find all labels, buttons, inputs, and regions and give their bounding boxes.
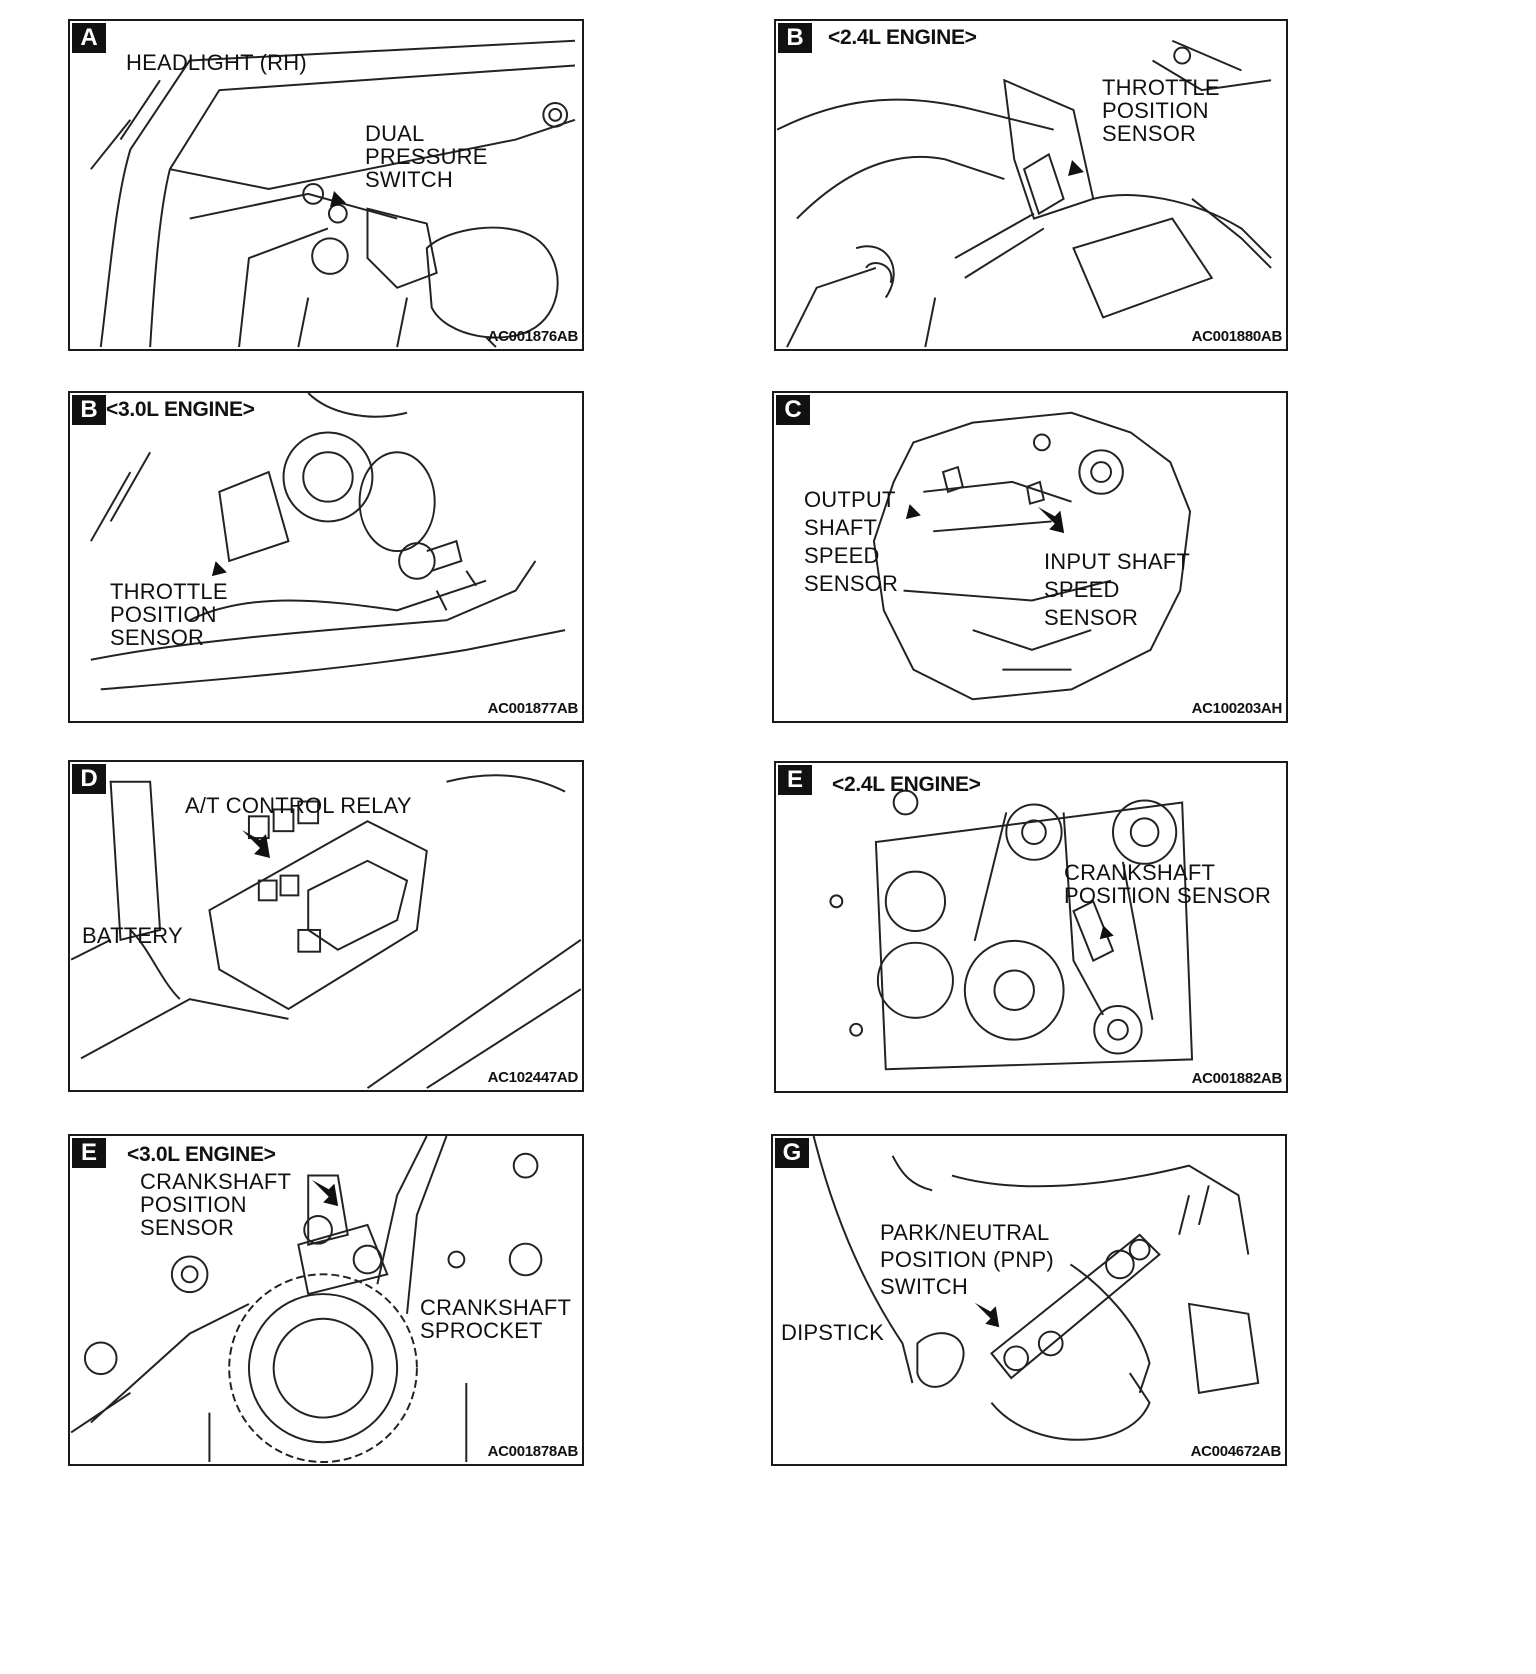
- figure-code: AC100203AH: [1191, 700, 1283, 717]
- figure-panel-e-2-4l: E <2.4L ENGINE> CRANKSHAFT POSITION SENS…: [774, 761, 1288, 1093]
- panel-letter: D: [72, 764, 106, 794]
- panel-letter: C: [776, 395, 810, 425]
- figure-code: AC001878AB: [487, 1443, 579, 1460]
- pnp-switch-label: PARK/NEUTRAL POSITION (PNP) SWITCH: [880, 1220, 1054, 1299]
- figure-panel-d: D A/T CONTROL RELAY BATTERY AC102447AD: [68, 760, 584, 1092]
- dual-pressure-switch-label: DUAL PRESSURE SWITCH: [365, 121, 488, 192]
- figure-code: AC001876AB: [487, 328, 579, 345]
- engine-variant-label: <2.4L ENGINE>: [832, 773, 981, 796]
- input-shaft-speed-sensor-label: INPUT SHAFT SPEED SENSOR: [1044, 549, 1191, 630]
- pointer-arrow-icon: [905, 492, 933, 520]
- crankshaft-3-0l-illustration: [70, 1136, 543, 1464]
- headlight-label: HEADLIGHT (RH): [126, 50, 307, 75]
- pointer-arrow-icon: [242, 830, 270, 858]
- engine-variant-label: <3.0L ENGINE>: [106, 398, 255, 421]
- engine-variant-label: <3.0L ENGINE>: [127, 1143, 276, 1166]
- pointer-arrow-icon: [330, 179, 358, 207]
- throttle-body-illustration: [90, 393, 566, 691]
- figure-code: AC004672AB: [1190, 1443, 1282, 1460]
- pointer-arrow-icon: [1037, 506, 1065, 534]
- pointer-arrow-icon: [974, 1302, 1000, 1328]
- figure-code: AC001880AB: [1191, 328, 1283, 345]
- figure-panel-c: C OUTPUT SHAFT SPEED SENSOR INPUT SHAFT …: [772, 391, 1288, 723]
- battery-label: BATTERY: [82, 923, 183, 948]
- crankshaft-position-sensor-label: CRANKSHAFT POSITION SENSOR: [140, 1169, 292, 1240]
- figure-panel-b-3-0l: B <3.0L ENGINE> THROTTLE POSITION SENSOR…: [68, 391, 584, 723]
- relay-box-illustration: [70, 774, 582, 1089]
- pointer-arrow-icon: [211, 549, 239, 577]
- pointer-arrow-icon: [311, 1179, 339, 1207]
- pnp-switch-illustration: [812, 1136, 1260, 1441]
- at-control-relay-label: A/T CONTROL RELAY: [185, 793, 412, 818]
- figure-panel-b-2-4l: B <2.4L ENGINE> THROTTLE POSITION SENSOR…: [774, 19, 1288, 351]
- figure-code: AC102447AD: [487, 1069, 579, 1086]
- panel-letter: G: [775, 1138, 809, 1168]
- panel-letter: B: [72, 395, 106, 425]
- figure-code: AC001877AB: [487, 700, 579, 717]
- panel-letter: B: [778, 23, 812, 53]
- crankshaft-position-sensor-label: CRANKSHAFT POSITION SENSOR: [1064, 860, 1272, 908]
- figure-code: AC001882AB: [1191, 1070, 1283, 1087]
- output-shaft-speed-sensor-label: OUTPUT SHAFT SPEED SENSOR: [804, 487, 899, 596]
- headlight-illustration: [90, 39, 576, 348]
- figure-panel-e-3-0l: E <3.0L ENGINE> CRANKSHAFT POSITION SENS…: [68, 1134, 584, 1466]
- engine-variant-label: <2.4L ENGINE>: [828, 26, 977, 49]
- throttle-position-sensor-label: THROTTLE POSITION SENSOR: [110, 579, 228, 650]
- panel-letter: E: [778, 765, 812, 795]
- dipstick-label: DIPSTICK: [781, 1320, 885, 1345]
- throttle-body-illustration: [776, 39, 1272, 348]
- transaxle-illustration: [872, 411, 1192, 701]
- figure-panel-g: G PARK/NEUTRAL POSITION (PNP) SWITCH DIP…: [771, 1134, 1287, 1466]
- pointer-arrow-icon: [1068, 148, 1096, 176]
- pointer-arrow-icon: [1099, 914, 1125, 940]
- crankshaft-2-4l-illustration: [829, 789, 1194, 1071]
- panel-letter: E: [72, 1138, 106, 1168]
- panel-letter: A: [72, 23, 106, 53]
- crankshaft-sprocket-label: CRANKSHAFT SPROCKET: [420, 1295, 572, 1343]
- figure-panel-a: A HEADLIGHT (RH) DUAL PRESSURE SWITCH AC…: [68, 19, 584, 351]
- throttle-position-sensor-label: THROTTLE POSITION SENSOR: [1102, 75, 1220, 146]
